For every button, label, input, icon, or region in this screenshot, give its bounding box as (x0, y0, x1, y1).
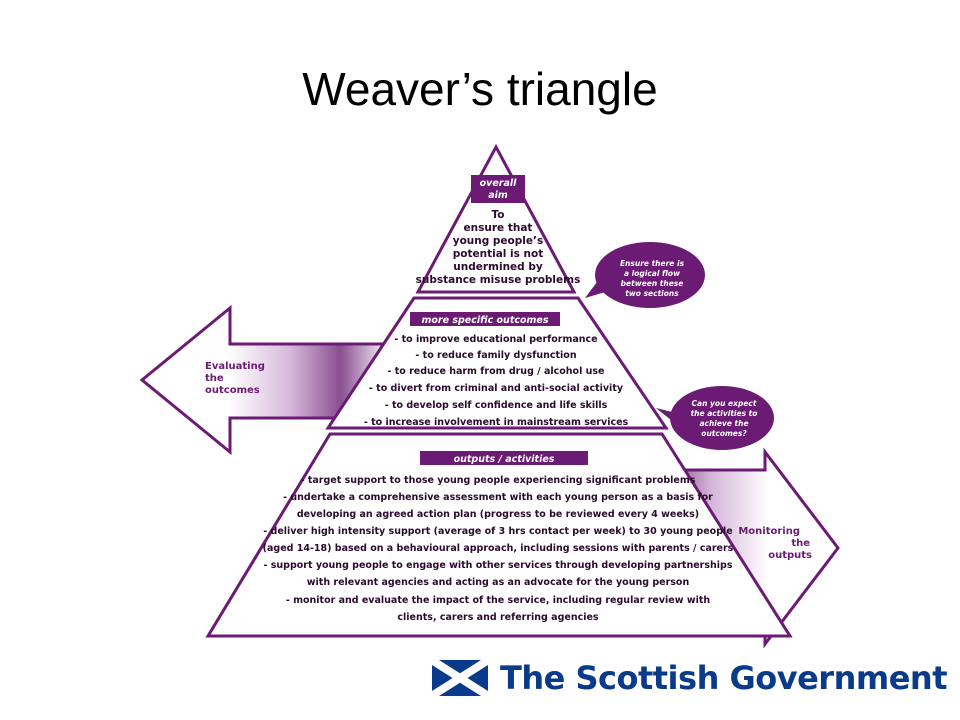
monitoring-label-line: outputs (768, 550, 812, 561)
output-line: with relevant agencies and acting as an … (307, 577, 690, 588)
aim-heading-line: aim (488, 190, 508, 201)
monitoring-label-line: the (791, 538, 810, 549)
aim-line: To (492, 209, 505, 221)
monitoring-label-line: Monitoring (738, 526, 800, 537)
bubble-line: Can you expect (692, 399, 757, 408)
evaluating-label-line: Evaluating (205, 361, 265, 372)
aim-line: substance misuse problems (416, 274, 581, 286)
outputs-tier (205, 432, 793, 638)
speech-bubble-logical-flow: Ensure there is a logical flow between t… (585, 242, 705, 308)
outputs-heading: outputs / activities (454, 454, 555, 465)
outcome-line: - to increase involvement in mainstream … (364, 417, 629, 428)
output-line: clients, carers and referring agencies (397, 612, 599, 623)
bubble-line: outcomes? (701, 429, 747, 438)
evaluating-label-line: the (205, 373, 224, 384)
outputs-heading-box (420, 451, 588, 465)
outcomes-heading-box (410, 312, 560, 326)
bubble-line: two sections (625, 289, 679, 298)
outcome-line: - to reduce family dysfunction (415, 350, 576, 361)
aim-heading-box (471, 175, 525, 203)
bubble-line: the activities to (691, 409, 758, 418)
output-line: - target support to those young people e… (301, 475, 696, 486)
saltire-flag-icon (432, 660, 488, 696)
aim-line: ensure that (464, 222, 533, 234)
scottish-government-logo: The Scottish Government (432, 658, 947, 698)
evaluating-arrow (139, 304, 392, 456)
aim-line: young people’s (453, 235, 544, 247)
speech-bubble-expect-activities: Can you expect the activities to achieve… (656, 386, 774, 450)
page-title: Weaver’s triangle (302, 63, 658, 115)
aim-line: undermined by (453, 261, 543, 273)
outcome-line: - to improve educational performance (394, 334, 597, 345)
outcome-line: - to reduce harm from drug / alcohol use (388, 366, 605, 377)
logo-wordmark: The Scottish Government (500, 659, 947, 697)
outcome-line: - to develop self confidence and life sk… (385, 400, 608, 411)
output-line: - undertake a comprehensive assessment w… (283, 492, 713, 503)
output-line: developing an agreed action plan (progre… (297, 509, 699, 520)
output-line: - support young people to engage with ot… (264, 560, 733, 571)
output-line: - deliver high intensity support (averag… (263, 526, 732, 537)
aim-text: To ensure that young people’s potential … (416, 209, 581, 286)
bubble-line: achieve the (699, 419, 748, 428)
outputs-text: - target support to those young people e… (263, 475, 734, 623)
evaluating-label-line: outcomes (205, 385, 260, 396)
outcomes-heading: more specific outcomes (421, 315, 548, 326)
outcomes-tier (325, 296, 669, 430)
output-line: - monitor and evaluate the impact of the… (286, 595, 711, 606)
outcome-line: - to divert from criminal and anti-socia… (369, 383, 624, 394)
outcomes-text: - to improve educational performance - t… (364, 334, 629, 428)
output-line: (aged 14-18) based on a behavioural appr… (263, 543, 734, 554)
bubble-line: a logical flow (624, 269, 680, 278)
bubble-line: Ensure there is (620, 259, 685, 268)
aim-heading-line: overall (480, 178, 518, 189)
bubble-line: between these (621, 279, 684, 288)
aim-tier (415, 143, 577, 294)
aim-line: potential is not (453, 248, 544, 260)
